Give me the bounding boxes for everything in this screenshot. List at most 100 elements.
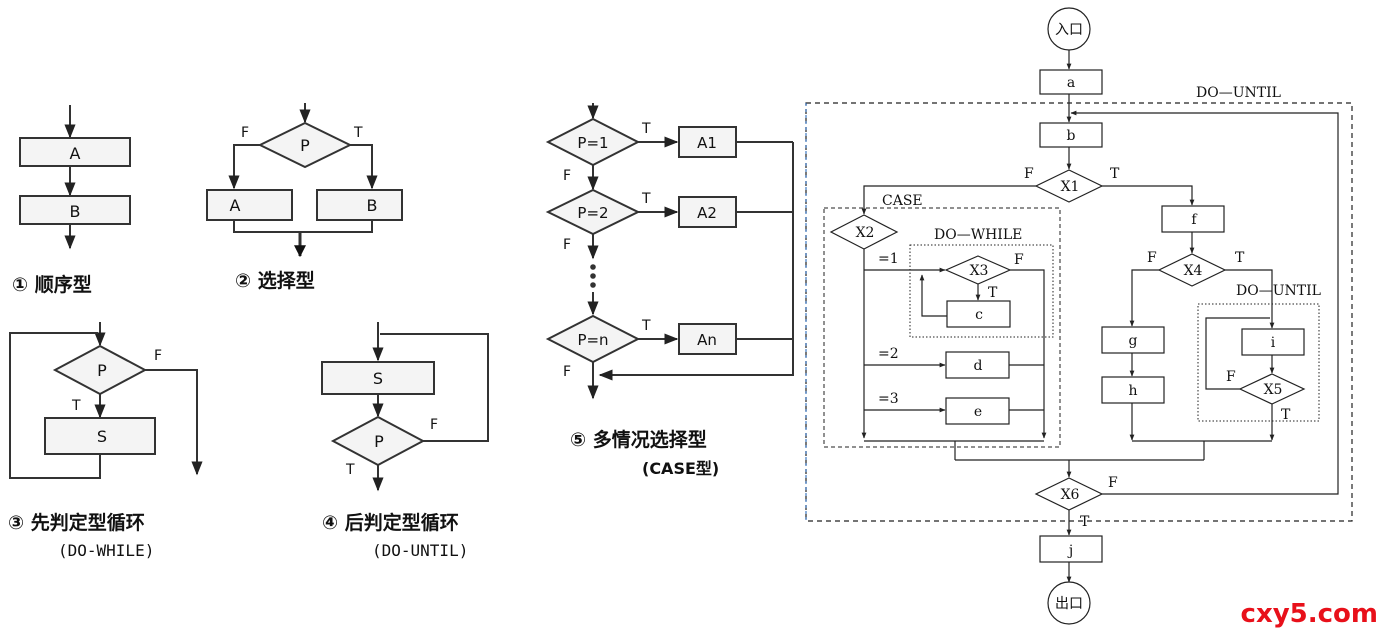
fig2-caption: ② 选择型: [235, 269, 315, 292]
left-panel-labels: A B ① 顺序型 P F T A B ② 选择型 P F T S ③ 先判定型…: [8, 121, 719, 560]
box-f-label: f: [1191, 212, 1198, 228]
fig3-caption: ③ 先判定型循环: [8, 511, 145, 534]
fig2-label-b: B: [367, 196, 378, 215]
fig5-subcaption: (CASE型): [642, 459, 719, 478]
fig1-box-b: [19, 195, 131, 225]
fig5-caption: ⑤ 多情况选择型: [570, 428, 707, 451]
fig5-action-2-label: A2: [697, 204, 717, 222]
box-g: [1101, 326, 1165, 354]
fig5-cond-n: P=n: [577, 331, 608, 349]
decision-x1: [1034, 169, 1104, 203]
box-c: [946, 300, 1011, 328]
x1-t-label: T: [1110, 166, 1120, 182]
fig5-f-label-2: F: [563, 237, 571, 253]
eq2-label: =2: [878, 346, 899, 362]
fig4-caption: ④ 后判定型循环: [322, 511, 459, 534]
box-g-label: g: [1129, 333, 1138, 349]
fig1-sequence: [19, 105, 131, 250]
x4-t-label: T: [1235, 250, 1245, 266]
x6-label: X6: [1061, 487, 1080, 503]
x4-label: X4: [1184, 263, 1203, 279]
fig5-t-label-2: T: [641, 191, 651, 207]
fig4-subcaption: (DO-UNTIL): [372, 541, 468, 560]
fig3-do-while: [9, 322, 203, 479]
fig2-selection: [206, 103, 403, 258]
fig2-label-a: A: [230, 196, 241, 215]
right-panel-labels: 入口 a b X1 F T CASE DO—UNTIL X2 DO—WHILE …: [856, 22, 1321, 612]
fig2-decision: [257, 121, 353, 169]
fig4-do-until: [321, 322, 489, 492]
x6-f-label: F: [1108, 475, 1118, 491]
fig2-cond-label: P: [300, 136, 310, 155]
fig1-caption: ① 顺序型: [12, 273, 92, 296]
fig1-box-a: [19, 137, 131, 167]
box-d-label: d: [974, 358, 983, 374]
do-until-inner-label: DO—UNTIL: [1236, 283, 1321, 299]
box-a-label: a: [1067, 75, 1075, 91]
x4-f-label: F: [1147, 250, 1157, 266]
x5-f-label: F: [1226, 369, 1236, 385]
box-b-label: b: [1067, 128, 1076, 144]
watermark: cxy5.com: [1241, 599, 1378, 629]
fig5-ellipsis: [590, 264, 596, 270]
exit-label: 出口: [1055, 596, 1083, 612]
fig1-label-b: B: [70, 202, 81, 221]
do-until-outer-label: DO—UNTIL: [1196, 85, 1281, 101]
fig3-cond-label: P: [97, 361, 107, 380]
x3-label: X3: [970, 263, 989, 279]
x6-t-label: T: [1080, 514, 1090, 530]
box-j-label: j: [1067, 543, 1073, 559]
fig5-t-label-n: T: [641, 318, 651, 334]
x3-t-label: T: [988, 285, 998, 301]
box-c-label: c: [975, 307, 983, 323]
left-panel: [9, 103, 794, 492]
fig3-label-s: S: [97, 427, 107, 446]
fig2-box-b: [316, 189, 403, 221]
fig3-f-label: F: [154, 348, 162, 364]
fig5-f-label-1: F: [563, 168, 571, 184]
box-a: [1039, 69, 1103, 95]
entry-label: 入口: [1055, 22, 1083, 38]
fig5-f-label-n: F: [563, 364, 571, 380]
box-e-label: e: [974, 404, 982, 420]
fig4-box-s: [321, 361, 435, 395]
fig5-action-1-label: A1: [697, 134, 717, 152]
box-b: [1039, 122, 1103, 148]
eq3-label: =3: [878, 391, 899, 407]
fig3-t-label: T: [71, 398, 81, 414]
box-j: [1039, 535, 1103, 563]
fig1-label-a: A: [70, 144, 81, 163]
fig3-box-s: [44, 417, 156, 455]
fig5-cond-1: P=1: [577, 134, 608, 152]
box-h-label: h: [1128, 383, 1137, 399]
box-e: [945, 397, 1010, 425]
fig2-box-a: [206, 189, 293, 221]
fig4-label-s: S: [373, 369, 383, 388]
fig3-subcaption: (DO-WHILE): [58, 541, 154, 560]
x5-t-label: T: [1281, 407, 1291, 423]
eq1-label: =1: [878, 251, 899, 267]
do-while-frame: [909, 244, 1054, 338]
fig2-f-label: F: [241, 125, 249, 141]
box-i-label: i: [1271, 335, 1276, 351]
fig4-f-label: F: [430, 417, 438, 433]
x1-f-label: F: [1024, 166, 1034, 182]
box-i: [1241, 328, 1305, 356]
fig4-cond-label: P: [374, 432, 384, 451]
do-until-outer-frame: [805, 102, 1353, 522]
do-until-inner-frame: [1197, 303, 1320, 422]
fig2-t-label: T: [353, 125, 363, 141]
fig5-cond-2: P=2: [577, 204, 608, 222]
right-panel: 入口 a b X1 F T CASE DO—UNTIL X2 DO—WHILE …: [805, 7, 1353, 625]
x2-label: X2: [856, 225, 875, 241]
exit-node: [1047, 581, 1091, 625]
fig5-action-n-label: An: [697, 331, 717, 349]
x5-label: X5: [1264, 382, 1283, 398]
box-f: [1161, 205, 1225, 233]
fig4-t-label: T: [345, 462, 355, 478]
x3-f-label: F: [1014, 252, 1024, 268]
fig5-case: [545, 103, 794, 400]
x1-label: X1: [1061, 179, 1080, 195]
box-h: [1101, 376, 1165, 404]
